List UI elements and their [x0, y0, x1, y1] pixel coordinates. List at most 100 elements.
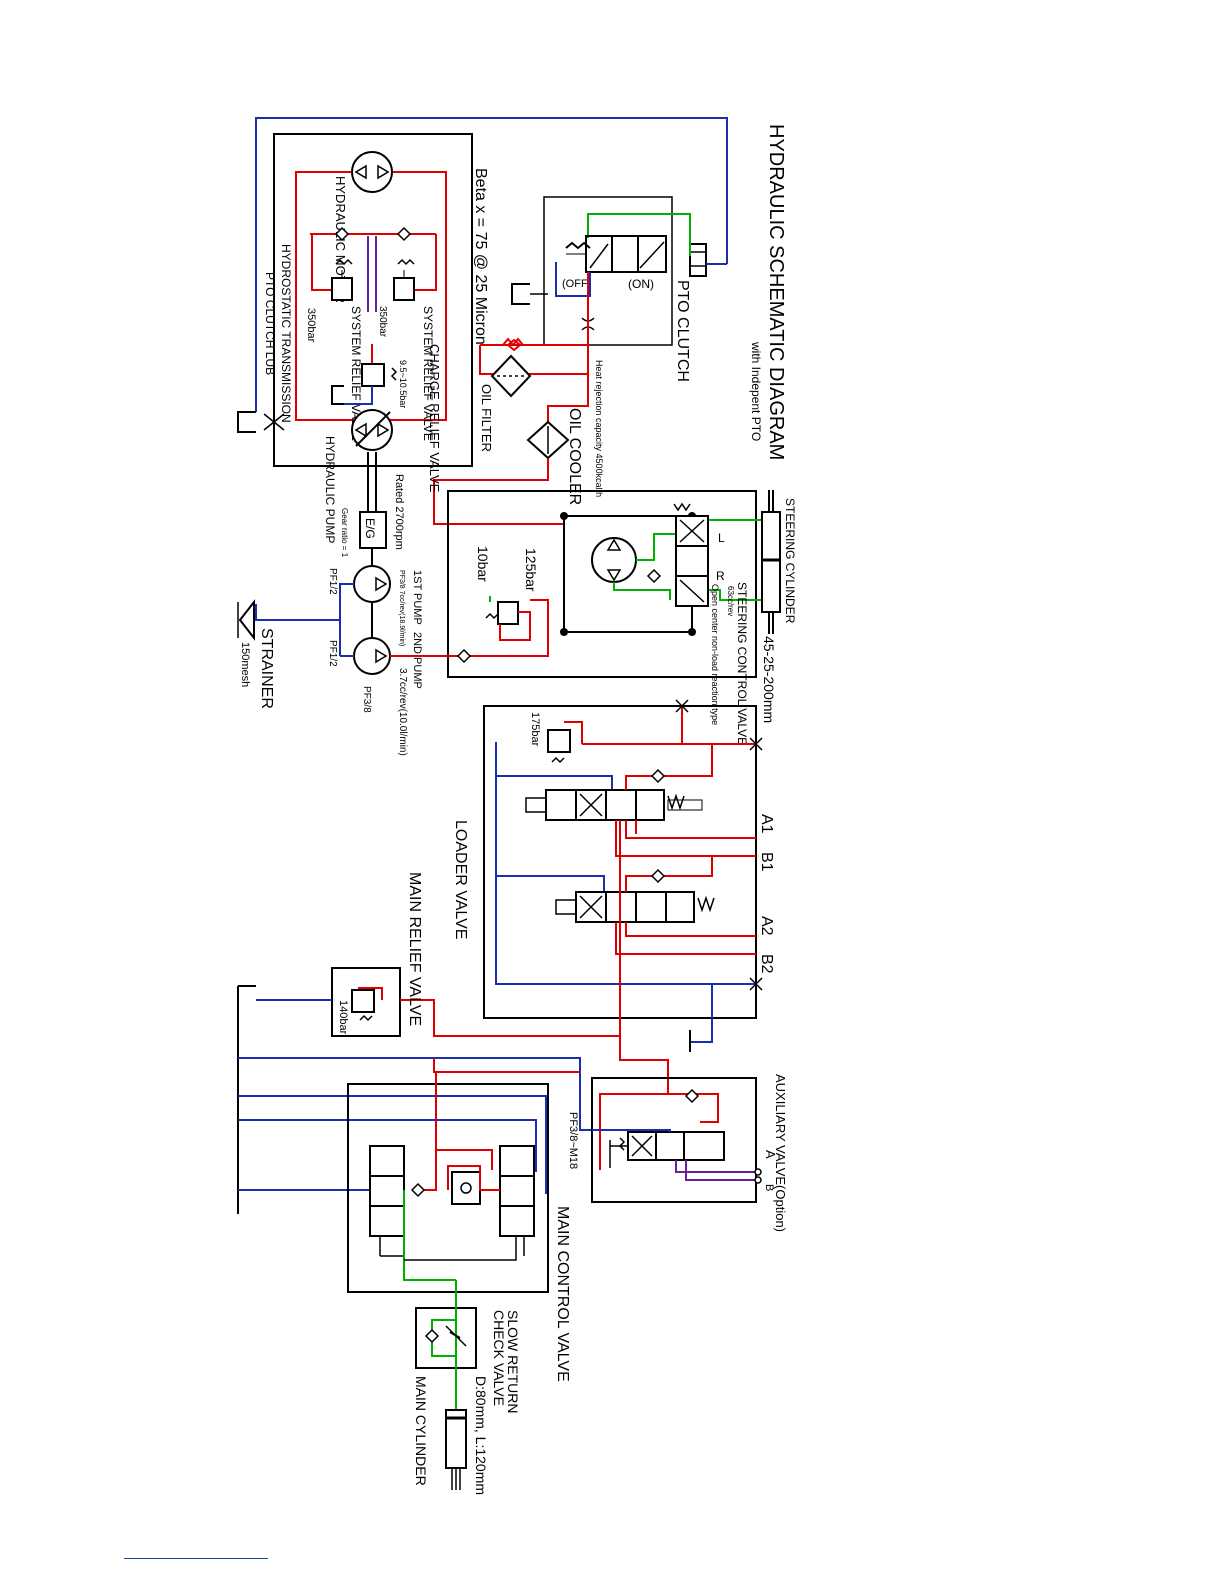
charge-relief-pressure: 9.5~10.5bar	[398, 360, 408, 408]
system-relief-pressure-2: 350bar	[305, 308, 317, 343]
second-pump-spec: 3.7cc/rev(10.0l/min)	[397, 668, 408, 756]
system-relief-valve-2-icon	[311, 234, 353, 301]
aux-port-lines	[675, 1160, 756, 1173]
pto-lub-return-line	[255, 117, 728, 412]
pf12-label-b: PF1/2	[327, 640, 338, 667]
loader-relief-175-icon	[547, 721, 583, 764]
aux-port-size: PF3/8~M18	[567, 1112, 579, 1169]
pto-off-label: (OFF)	[562, 278, 591, 290]
pto-clutch-label: PTO CLUTCH	[674, 280, 691, 382]
pto-clutch-valve-box	[543, 196, 673, 346]
steering-valve-box	[447, 490, 757, 678]
footnote-rule	[124, 1558, 268, 1559]
loader-return-blue	[495, 742, 756, 985]
check-valve-spring	[502, 337, 524, 352]
oil-cooler-label: OIL COOLER	[566, 408, 583, 505]
system-relief-pressure-1: 350bar	[377, 306, 388, 338]
steering-orbitrol-icon	[591, 537, 637, 583]
loader-port-b2: B2	[758, 954, 775, 974]
rated-rpm-label: Rated 2700rpm	[393, 474, 405, 550]
steering-relief-125-icon	[485, 596, 531, 641]
steering-cylinder-label: STEERING CYLINDER	[783, 498, 797, 624]
main-control-spool-right-icon	[499, 1145, 535, 1256]
engine-label: E/G	[363, 518, 377, 539]
main-cylinder-icon	[445, 1409, 467, 1490]
steering-125bar: 125bar	[523, 548, 539, 592]
loader-port-b1: B1	[758, 852, 775, 872]
oil-filter-icon	[490, 354, 532, 398]
loader-valve-label: LOADER VALVE	[452, 820, 469, 939]
main-cylinder-label: MAIN CYLINDER	[413, 1376, 429, 1486]
main-control-valve-label: MAIN CONTROL VALVE	[554, 1206, 571, 1382]
hydraulic-motor-icon	[351, 151, 393, 193]
pto-lub-drain	[237, 411, 256, 433]
charge-relief-valve-icon	[331, 344, 398, 405]
diagram-title: HYDRAULIC SCHEMATIC DIAGRAM	[765, 124, 787, 460]
system-relief-valve-2-label: SYSTEM RELIEF VALVE	[349, 306, 363, 441]
second-pump-icon	[353, 637, 391, 675]
steering-cylinder-spec: 45-25-200mm	[761, 636, 777, 723]
loader-relief-pressure: 175bar	[529, 712, 541, 747]
port-l-label: L	[718, 531, 725, 545]
check-valve-label: CHECK VALVE	[491, 1310, 507, 1406]
slow-return-box	[415, 1307, 477, 1369]
pto-clutch-lub-label: PTO CLUTCH LUB	[263, 272, 277, 375]
pto-solenoid-valve	[565, 235, 667, 273]
auxiliary-spool-icon	[609, 1131, 725, 1168]
aux-port-b: B	[763, 1184, 775, 1191]
cooler-to-steering-line	[433, 458, 549, 525]
beta-rating: Beta x = 75 @ 25 Micron	[472, 168, 489, 345]
strainer-icon	[238, 599, 255, 641]
hydraulic-pump-label: HYDRAULIC PUMP	[323, 436, 337, 543]
oil-cooler-icon	[526, 420, 570, 460]
main-control-spool-left-icon	[369, 1145, 405, 1257]
steering-cylinder-icon	[761, 490, 781, 634]
main-relief-valve-box	[331, 967, 401, 1037]
pf38-label: PF3/8	[361, 686, 372, 713]
loader-to-aux-supply	[619, 820, 669, 1094]
main-relief-valve-label: MAIN RELIEF VALVE	[406, 872, 423, 1026]
system-relief-valve-1-label: SYSTEM RELIEF VALVE	[421, 306, 435, 441]
diagram-subtitle: with Indepent PTO	[749, 341, 763, 441]
charge-relief-valve-label: CHARGE RELIEF VALVE	[427, 344, 442, 493]
heat-rejection-label: Heat rejection capacity 4500kcal/h	[594, 360, 604, 497]
system-relief-valve-1-icon	[393, 234, 437, 301]
pto-clutch-actuator	[689, 243, 707, 277]
second-pump-label: 2ND PUMP	[411, 632, 423, 689]
loader-spool-2-icon	[555, 891, 715, 923]
hydrostatic-transmission-label: HYDROSTATIC TRANSMISSION	[279, 244, 293, 423]
aux-port-a: A	[763, 1150, 778, 1159]
oil-filter-label: OIL FILTER	[479, 384, 494, 452]
main-relief-pressure: 140bar	[337, 1000, 349, 1035]
port-r-label: R	[716, 569, 725, 583]
suction-line	[255, 583, 354, 621]
first-pump-spec: PF3/8 7cc/rev(18.9l/min)	[398, 570, 405, 646]
loader-spool-1-icon	[525, 789, 703, 821]
hydrostatic-transmission-box	[273, 133, 473, 467]
hst-charge-return	[344, 386, 373, 405]
loader-port-a1: A1	[758, 814, 775, 834]
loader-port-a2: A2	[758, 916, 775, 936]
hydraulic-pump-icon	[351, 409, 393, 451]
main-relief-valve-icon	[351, 989, 375, 1022]
slow-return-label: SLOW RETURN	[505, 1310, 521, 1413]
strainer-mesh-label: 150mesh	[239, 642, 251, 687]
filter-bypass-line	[479, 345, 589, 375]
steering-10bar: 10bar	[475, 546, 491, 582]
pf12-label-a: PF1/2	[327, 568, 338, 595]
steering-control-valve-label: STEERING CONTROL VALVE	[735, 582, 749, 745]
pto-return-line	[555, 262, 591, 297]
main-control-valve-box	[347, 1083, 549, 1293]
hst-loop-pressure	[295, 171, 447, 421]
gear-ratio-label: Gear ratio = 1	[340, 508, 349, 558]
auxiliary-valve-label: AUXILIARY VALVE(Option)	[773, 1074, 788, 1232]
steering-control-valve-icon	[673, 502, 709, 607]
main-cylinder-spec: D:80mm, L:120mm	[473, 1376, 489, 1495]
first-pump-label: 1ST PUMP	[411, 570, 423, 625]
pto-tank	[511, 283, 530, 305]
steering-displacement: 63cc/rev	[726, 586, 735, 616]
pto-on-label: (ON)	[628, 277, 654, 291]
auxiliary-valve-box	[591, 1077, 757, 1203]
first-pump-icon	[353, 565, 391, 603]
